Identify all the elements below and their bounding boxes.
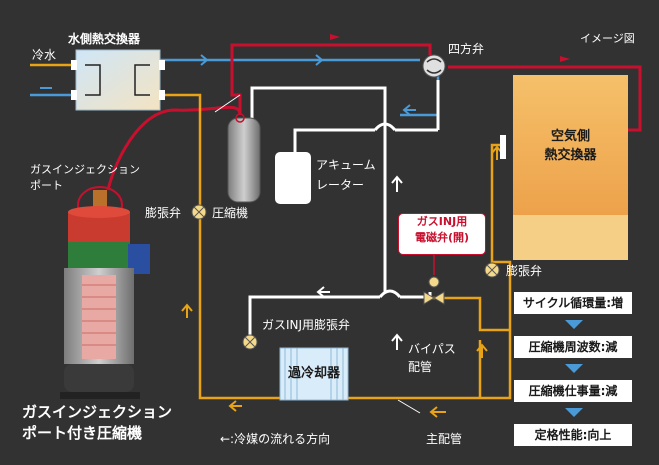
compressor-illustration: [60, 186, 150, 399]
gas-inj-solenoid-label-1: ガスINJ用: [416, 215, 468, 228]
white-pipes: [248, 80, 440, 338]
expansion-valve-left: [191, 204, 207, 220]
four-way-valve: [422, 54, 446, 78]
bypass-label-2: 配管: [408, 360, 433, 374]
subcooler: [279, 347, 349, 401]
compressor-symbol: [227, 113, 261, 203]
compressor-label: 圧縮機: [212, 206, 249, 220]
air-hx-label-1: 空気側: [550, 129, 590, 144]
effect-step-1: サイクル循環量:増: [514, 292, 632, 314]
red-flow-arrows: [330, 34, 570, 62]
gas-inj-solenoid-valve: [423, 253, 445, 305]
gas-inj-solenoid-label: ガスINJ用 電磁弁(開): [398, 213, 486, 255]
gas-injection-port-label-1: ガスインジェクション: [30, 163, 140, 176]
compressor-title-1: ガスインジェクション: [22, 403, 173, 421]
expansion-valve-right-label: 膨張弁: [506, 264, 543, 278]
cold-water-label: 冷水: [32, 48, 57, 62]
effect-step-4: 定格性能:向上: [514, 424, 632, 446]
gas-injection-port-label-2: ポート: [30, 179, 63, 192]
blue-flow-arrows: [40, 54, 416, 116]
main-pipe-label: 主配管: [426, 432, 463, 446]
expansion-valve-right: [484, 262, 500, 278]
air-heat-exchanger: [500, 75, 628, 260]
water-hx-label: 水側熱交換器: [68, 32, 141, 46]
accumulator-label-2: レーター: [316, 178, 365, 192]
callout-lines: [214, 94, 421, 414]
subcooler-label: 過冷却器: [287, 366, 340, 381]
gas-inj-expansion-valve-label: ガスINJ用膨張弁: [262, 318, 351, 332]
accumulator-label-1: アキューム: [316, 158, 376, 172]
flow-legend: ←:冷媒の流れる方向: [220, 432, 331, 446]
image-note: イメージ図: [580, 32, 635, 45]
down-arrow-icon: [565, 364, 583, 373]
expansion-valve-left-label: 膨張弁: [145, 206, 182, 220]
water-heat-exchanger: [71, 49, 165, 111]
air-hx-label: 空気側 熱交換器: [513, 128, 628, 166]
gas-inj-solenoid-label-2: 電磁弁(開): [414, 230, 470, 244]
effect-step-3: 圧縮機仕事量:減: [514, 380, 632, 402]
air-hx-label-2: 熱交換器: [544, 147, 597, 163]
liquid-pipes: [160, 93, 512, 400]
accumulator: [275, 152, 311, 204]
gas-inj-expansion-valve: [242, 334, 258, 350]
four-way-valve-label: 四方弁: [448, 42, 485, 56]
compressor-title-2: ポート付き圧縮機: [22, 424, 143, 442]
bypass-label-1: バイパス: [408, 342, 456, 356]
down-arrow-icon: [565, 408, 583, 417]
white-flow-arrows: [316, 175, 403, 350]
effect-step-2: 圧縮機周波数:減: [514, 336, 632, 358]
down-arrow-icon: [565, 320, 583, 329]
